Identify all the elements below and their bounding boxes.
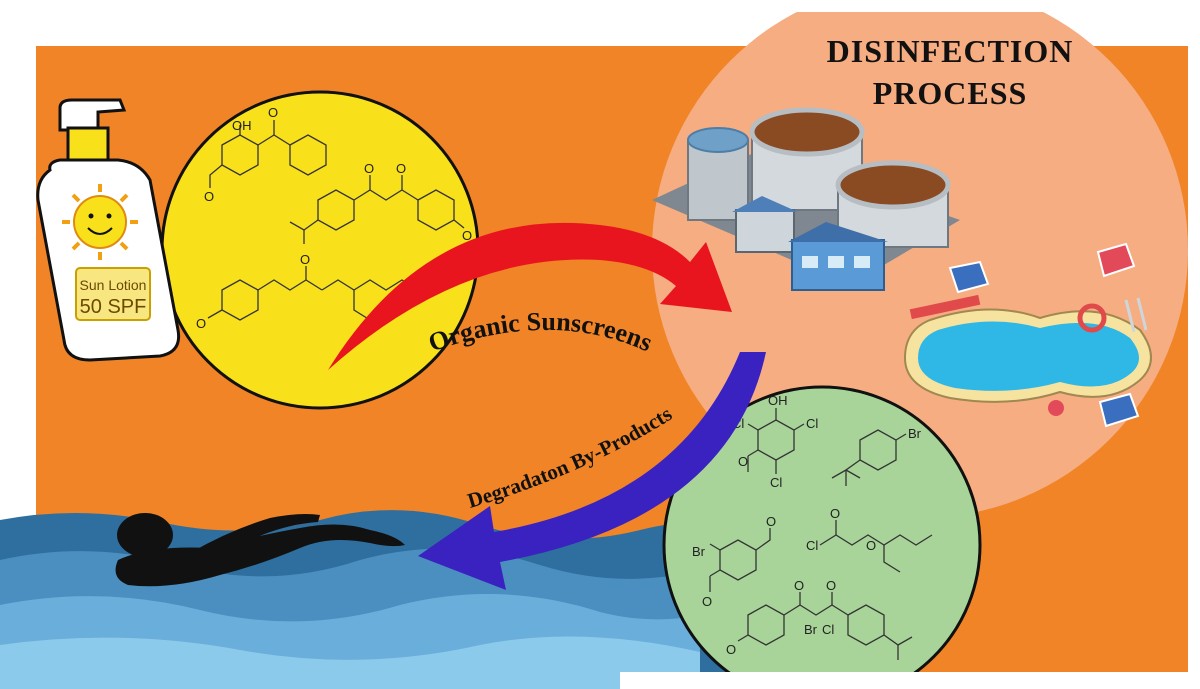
atom-label: O: [462, 228, 472, 243]
process-title-line2: PROCESS: [873, 75, 1028, 111]
atom-label: O: [826, 578, 836, 593]
forward-arrow: [328, 222, 732, 370]
atom-label: O: [204, 189, 214, 204]
atom-label: Cl: [806, 416, 818, 431]
sun-lotion-bottle-icon: Sun Lotion 50 SPF: [36, 98, 181, 362]
process-title-line1: DISINFECTION: [827, 33, 1074, 69]
atom-label: O: [300, 252, 310, 267]
atom-label: Cl: [770, 475, 782, 490]
bottle-label-line2: 50 SPF: [80, 296, 147, 318]
atom-label: O: [738, 454, 748, 469]
backward-arrow: [418, 352, 766, 590]
byproduct-molecules-circle: [662, 385, 982, 689]
atom-label: O: [866, 538, 876, 553]
atom-label: O: [364, 161, 374, 176]
bottle-label-line1: Sun Lotion: [80, 277, 147, 293]
swimmer-silhouette-icon: [115, 513, 406, 587]
atom-label: Cl: [806, 538, 818, 553]
top-mask: [640, 0, 1200, 12]
atom-label: O: [196, 316, 206, 331]
bottom-mask: [620, 672, 1020, 689]
atom-label: O: [726, 642, 736, 657]
sunscreen-structures: OH O O O O O O O: [196, 105, 472, 331]
atom-label: Br: [692, 544, 706, 559]
atom-label: OH: [768, 393, 788, 408]
atom-label: O: [766, 514, 776, 529]
atom-label: O: [396, 161, 406, 176]
atom-label: O: [702, 594, 712, 609]
atom-label: O: [268, 105, 278, 120]
atom-label: Br: [908, 426, 922, 441]
atom-label: Cl: [822, 622, 834, 637]
treatment-plant-icon: [652, 107, 960, 291]
sunscreen-molecules-circle: [160, 90, 480, 410]
atom-label: Br: [804, 622, 818, 637]
swimming-pool-icon: [903, 242, 1152, 428]
atom-label: OH: [232, 118, 252, 133]
atom-label: O: [830, 506, 840, 521]
atom-label: O: [794, 578, 804, 593]
